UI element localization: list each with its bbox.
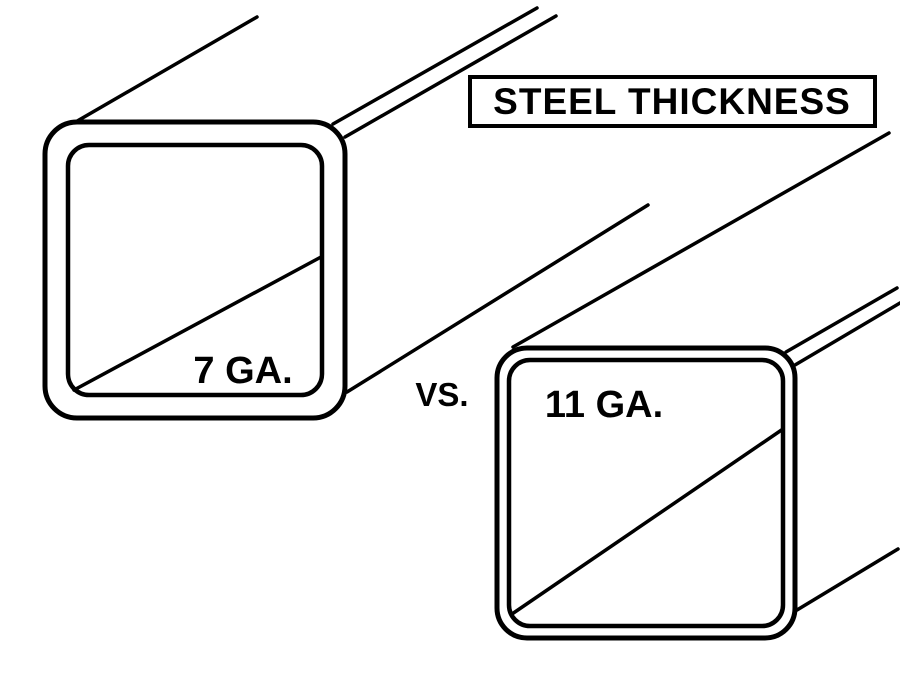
tube-11ga: 11 GA. [494,131,900,641]
tube-7ga-edge-line-top-left [58,15,259,133]
tube-11ga-edge-line-top-right-inner [793,301,900,367]
tube-11ga-edge-line-top-right-outer [784,286,899,354]
title-text: STEEL THICKNESS [493,81,851,122]
tube-11ga-edge-line-bottom-right [795,547,900,612]
tube-7ga-label: 7 GA. [193,350,292,392]
vs-label: VS. [415,376,468,413]
tube-11ga-label: 11 GA. [545,384,663,426]
tube-7ga-edge-line-top-right-outer [331,6,539,126]
tube-7ga-edge-line-top-right-inner [343,14,558,139]
tube-11ga-edge-line-top-left [511,131,891,349]
tube-11ga-inner-edge-line [510,427,785,616]
tube-7ga: 7 GA. [42,6,650,421]
tube-7ga-inner-wall [65,142,325,398]
tube-7ga-edge-line-bottom-right [345,203,650,394]
tube-7ga-inner-edge-line [72,255,323,392]
tube-11ga-inner-wall [506,357,786,629]
title-box-border [468,75,877,128]
title-box: STEEL THICKNESS [468,75,877,128]
